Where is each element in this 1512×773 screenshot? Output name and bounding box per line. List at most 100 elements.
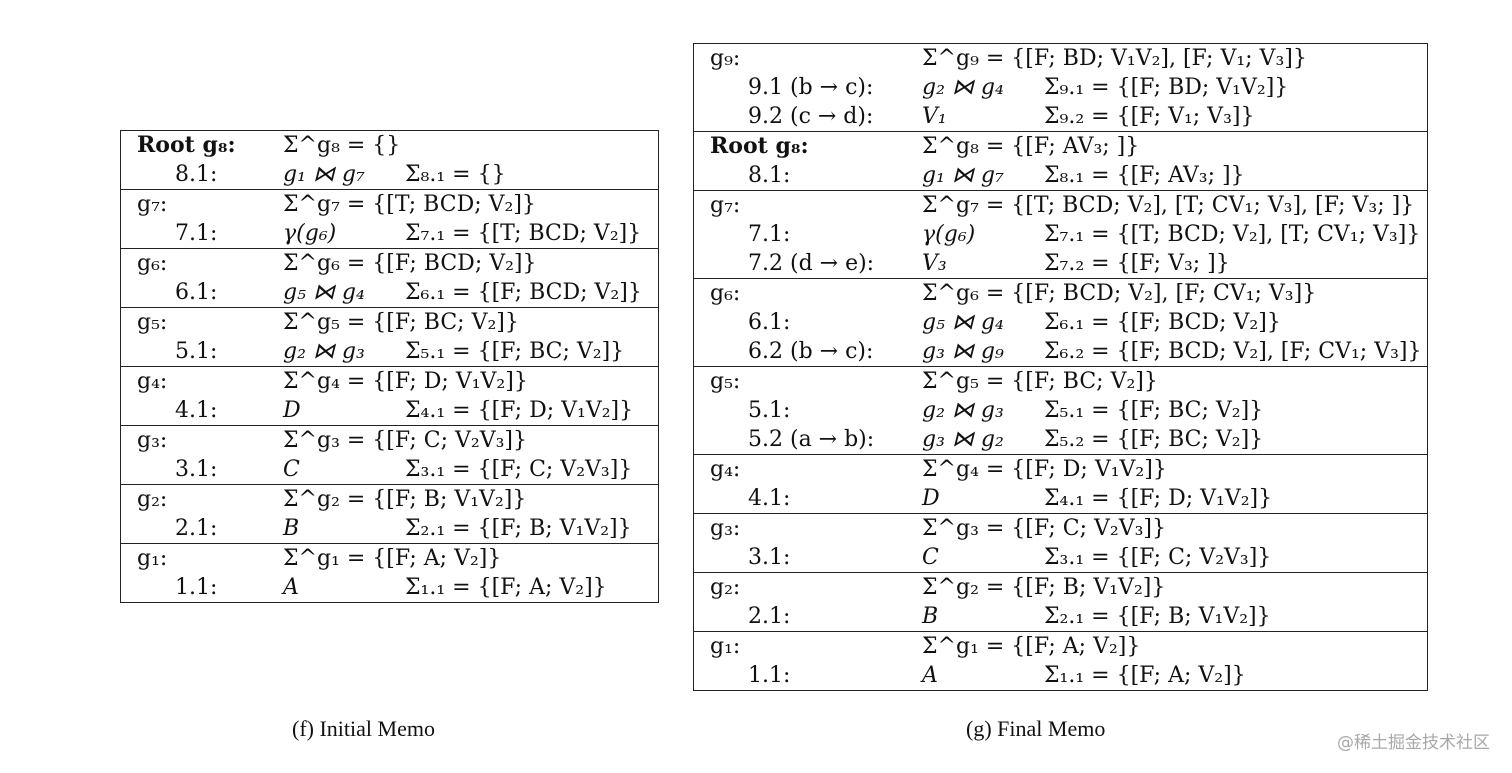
memo-sigma: Σ₉.₁ = {[F; BD; V₁V₂]} xyxy=(1044,75,1289,100)
memo-label: 3.1: xyxy=(748,545,791,570)
memo-line: g₅: Σ^g₅ = {[F; BC; V₂]} xyxy=(121,308,658,337)
memo-sigma: Σ₇.₂ = {[F; V₃; ]} xyxy=(1044,251,1230,276)
memo-label: 5.2 (a → b): xyxy=(748,427,875,452)
memo-label: g₅: xyxy=(710,369,741,394)
memo-label: g₆: xyxy=(710,281,741,306)
memo-line: g₅:Σ^g₅ = {[F; BC; V₂]} xyxy=(694,367,1427,396)
memo-sigma: Σ₄.₁ = {[F; D; V₁V₂]} xyxy=(1044,486,1273,511)
memo-line: g₄:Σ^g₄ = {[F; D; V₁V₂]} xyxy=(694,455,1427,484)
memo-label: 6.2 (b → c): xyxy=(748,339,874,364)
memo-expression: V₃ xyxy=(922,251,947,276)
memo-group: g₁: Σ^g₁ = {[F; A; V₂]} 1.1: A Σ₁.₁ = {[F; A… xyxy=(121,543,658,602)
memo-expression: g₂ ⋈ g₃ xyxy=(283,339,365,364)
memo-label: g₃: xyxy=(137,428,168,453)
memo-sigma: Σ₄.₁ = {[F; D; V₁V₂]} xyxy=(405,398,634,423)
memo-label: 4.1: xyxy=(748,486,791,511)
memo-line: g₁: Σ^g₁ = {[F; A; V₂]} xyxy=(121,544,658,573)
memo-sigma: Σ₅.₁ = {[F; BC; V₂]} xyxy=(405,339,625,364)
memo-sigma: Σ^g₈ = {[F; AV₃; ]} xyxy=(922,134,1140,159)
memo-label: g₇: xyxy=(137,192,168,217)
memo-sigma: Σ₆.₁ = {[F; BCD; V₂]} xyxy=(1044,310,1281,335)
final-memo-caption: (g) Final Memo xyxy=(966,716,1106,741)
memo-line: 9.1 (b → c): g₂ ⋈ g₄ Σ₉.₁ = {[F; BD; V₁V₂]… xyxy=(694,73,1427,102)
memo-expression: g₂ ⋈ g₄ xyxy=(922,75,1004,100)
memo-label: 1.1: xyxy=(748,663,791,688)
memo-expression: D xyxy=(283,398,301,423)
memo-expression: γ(g₆) xyxy=(922,222,976,247)
memo-label: 7.1: xyxy=(175,221,218,246)
memo-expression: g₃ ⋈ g₉ xyxy=(922,339,1004,364)
memo-line: 7.1:γ(g₆)Σ₇.₁ = {[T; BCD; V₂], [T; CV₁; … xyxy=(694,220,1427,249)
memo-sigma: Σ^g₇ = {[T; BCD; V₂]} xyxy=(283,192,536,217)
memo-sigma: Σ₃.₁ = {[F; C; V₂V₃]} xyxy=(1044,545,1272,570)
memo-label: g₉: xyxy=(710,46,741,71)
memo-sigma: Σ^g₁ = {[F; A; V₂]} xyxy=(283,546,502,571)
memo-label: 8.1: xyxy=(748,163,791,188)
memo-label: g₄: xyxy=(710,457,741,482)
memo-label: 4.1: xyxy=(175,398,218,423)
memo-expression: V₁ xyxy=(922,104,947,129)
memo-label: 2.1: xyxy=(748,604,791,629)
memo-line: g₃: Σ^g₃ = {[F; C; V₂V₃]} xyxy=(121,426,658,455)
memo-label: Root g₈: xyxy=(137,132,236,158)
memo-label: 6.1: xyxy=(748,310,791,335)
memo-label: Root g₈: xyxy=(710,133,809,159)
memo-label: 9.1 (b → c): xyxy=(748,75,874,100)
memo-sigma: Σ^g₂ = {[F; B; V₁V₂]} xyxy=(922,575,1166,600)
memo-sigma: Σ^g₃ = {[F; C; V₂V₃]} xyxy=(922,516,1167,541)
memo-group: g₉:Σ^g₉ = {[F; BD; V₁V₂], [F; V₁; V₃]}9.… xyxy=(694,44,1427,131)
memo-expression: B xyxy=(922,604,939,629)
memo-sigma: Σ₆.₂ = {[F; BCD; V₂], [F; CV₁; V₃]} xyxy=(1044,339,1422,364)
memo-label: 8.1: xyxy=(175,162,218,187)
memo-expression: g₃ ⋈ g₂ xyxy=(922,427,1004,452)
memo-label: 1.1: xyxy=(175,575,218,600)
memo-line: g₄:Σ^g₄ = {[F; D; V₁V₂]} xyxy=(121,367,658,396)
memo-sigma: Σ^g₉ = {[F; BD; V₁V₂], [F; V₁; V₃]} xyxy=(922,46,1307,71)
memo-label: g₁: xyxy=(137,546,168,571)
memo-expression: B xyxy=(283,516,300,541)
memo-expression: C xyxy=(922,545,939,570)
memo-label: 6.1: xyxy=(175,280,218,305)
memo-line: 4.1: D Σ₄.₁ = {[F; D; V₁V₂]} xyxy=(121,396,658,425)
memo-label: 7.1: xyxy=(748,222,791,247)
memo-line: 8.1: g₁ ⋈ g₇ Σ₈.₁ = {[F; AV₃; ]} xyxy=(694,161,1427,190)
memo-line: g₁:Σ^g₁ = {[F; A; V₂]} xyxy=(694,632,1427,661)
memo-sigma: Σ₃.₁ = {[F; C; V₂V₃]} xyxy=(405,457,633,482)
memo-line: g₆:Σ^g₆ = {[F; BCD; V₂]} xyxy=(121,249,658,278)
memo-sigma: Σ^g₅ = {[F; BC; V₂]} xyxy=(283,310,519,335)
memo-sigma: Σ₅.₁ = {[F; BC; V₂]} xyxy=(1044,398,1264,423)
memo-sigma: Σ^g₃ = {[F; C; V₂V₃]} xyxy=(283,428,528,453)
memo-line: 3.1: C Σ₃.₁ = {[F; C; V₂V₃]} xyxy=(694,543,1427,572)
memo-line: g₆: Σ^g₆ = {[F; BCD; V₂], [F; CV₁; V₃]} xyxy=(694,279,1427,308)
memo-label: g₇: xyxy=(710,193,741,218)
memo-sigma: Σ^g₇ = {[T; BCD; V₂], [T; CV₁; V₃], [F; … xyxy=(922,193,1415,218)
memo-group: g₇:Σ^g₇ = {[T; BCD; V₂]}7.1:γ(g₆)Σ₇.₁ = … xyxy=(121,189,658,248)
memo-sigma: Σ₈.₁ = {[F; AV₃; ]} xyxy=(1044,163,1245,188)
memo-label: g₅: xyxy=(137,310,168,335)
memo-line: g₉: Σ^g₉ = {[F; BD; V₁V₂], [F; V₁; V₃]} xyxy=(694,44,1427,73)
memo-expression: g₁ ⋈ g₇ xyxy=(922,163,1004,188)
memo-label: 2.1: xyxy=(175,516,218,541)
memo-sigma: Σ^g₆ = {[F; BCD; V₂], [F; CV₁; V₃]} xyxy=(922,281,1317,306)
memo-sigma: Σ₆.₁ = {[F; BCD; V₂]} xyxy=(405,280,642,305)
memo-label: g₆: xyxy=(137,251,168,276)
memo-sigma: Σ₁.₁ = {[F; A; V₂]} xyxy=(405,575,607,600)
memo-expression: A xyxy=(283,575,299,600)
memo-line: 1.1: A Σ₁.₁ = {[F; A; V₂]} xyxy=(121,573,658,602)
memo-sigma: Σ₉.₂ = {[F; V₁; V₃]} xyxy=(1044,104,1255,129)
memo-sigma: Σ₇.₁ = {[T; BCD; V₂]} xyxy=(405,221,642,246)
